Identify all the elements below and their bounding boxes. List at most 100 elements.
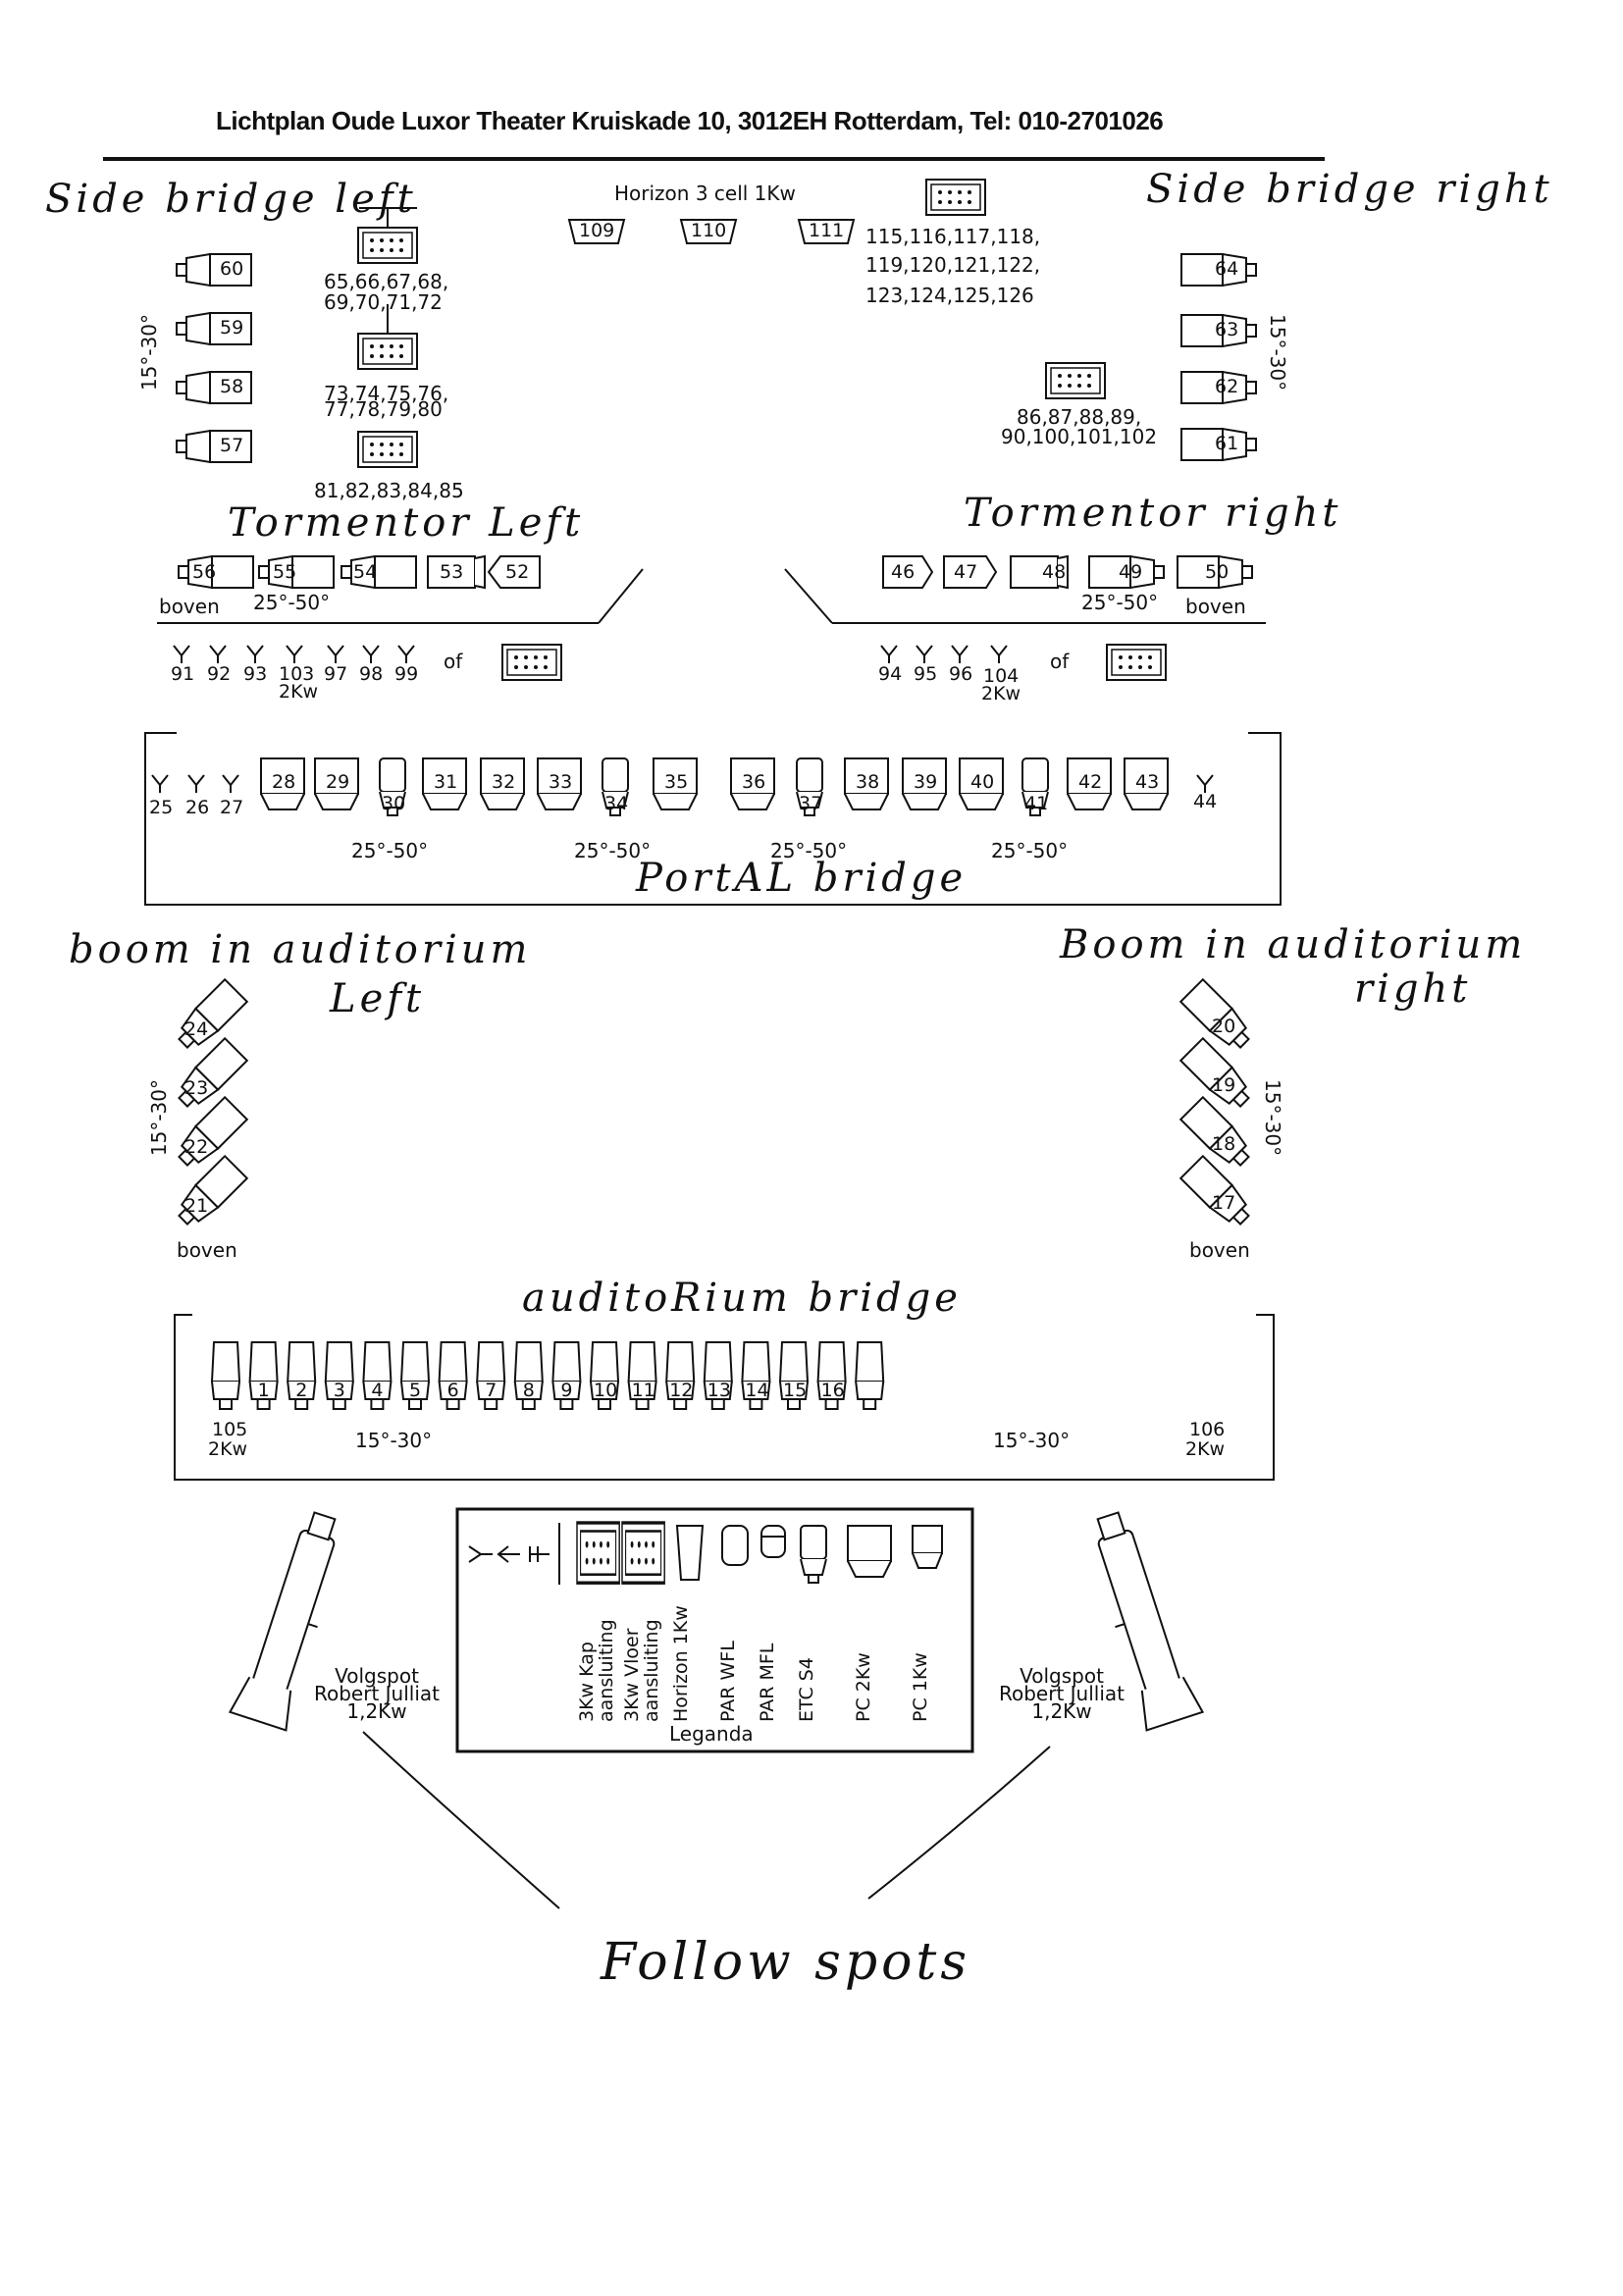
unit-52-num: 52 bbox=[505, 561, 530, 583]
boom-right-angle: 15°-30° bbox=[1261, 1079, 1284, 1157]
par-92: 92 bbox=[207, 663, 232, 685]
unit-47 bbox=[943, 555, 998, 589]
tormentor-right-label: Tormentor right bbox=[964, 491, 1342, 536]
horizon-num-109: 109 bbox=[579, 220, 615, 241]
auditorium-unit-num-16: 16 bbox=[820, 1380, 845, 1401]
spot-17-num: 17 bbox=[1212, 1192, 1236, 1214]
legend-item-4: PAR WFL bbox=[717, 1641, 739, 1722]
spot-49-num: 49 bbox=[1119, 561, 1143, 583]
audi-106-num: 106 bbox=[1189, 1419, 1226, 1440]
fresnel-53-num: 53 bbox=[440, 561, 464, 583]
tormentor-left-label: Tormentor Left bbox=[228, 500, 585, 546]
auditorium-unit-num-15: 15 bbox=[783, 1380, 808, 1401]
portal-angle-2: 25°-50° bbox=[574, 839, 652, 862]
tormentor-left-boven: boven bbox=[159, 595, 220, 618]
par-26: 26 bbox=[185, 797, 210, 818]
cyc-box-tormentor-right bbox=[1106, 644, 1167, 681]
portal-unit-num-28: 28 bbox=[272, 771, 296, 793]
cyc-box-right-2 bbox=[1045, 362, 1106, 399]
cyc-right-2-nums-b: 90,100,101,102 bbox=[1001, 425, 1158, 448]
portal-unit-num-42: 42 bbox=[1078, 771, 1103, 793]
spot-23-num: 23 bbox=[184, 1077, 209, 1099]
boom-left bbox=[171, 978, 248, 1232]
legend-item-3: Horizon 1Kw bbox=[670, 1605, 692, 1722]
par-27: 27 bbox=[220, 797, 244, 818]
audi-106-kw: 2Kw bbox=[1185, 1438, 1226, 1460]
auditorium-unit-num-11: 11 bbox=[631, 1380, 655, 1401]
auditorium-unit-num-9: 9 bbox=[560, 1380, 573, 1401]
portal-unit-num-40: 40 bbox=[970, 771, 995, 793]
audi-105-kw: 2Kw bbox=[208, 1438, 248, 1460]
boom-left-angle: 15°-30° bbox=[147, 1079, 171, 1157]
follow-spots-label: Follow spots bbox=[601, 1933, 971, 1992]
spot-61-num: 61 bbox=[1215, 433, 1239, 454]
side-bridge-left bbox=[176, 207, 418, 468]
legend-item-6: ETC S4 bbox=[796, 1657, 817, 1722]
portal-unit-num-41: 41 bbox=[1024, 793, 1049, 814]
legend-item-7: PC 2Kw bbox=[853, 1652, 874, 1722]
portal-unit-num-36: 36 bbox=[742, 771, 766, 793]
horizon-num-110: 110 bbox=[691, 220, 727, 241]
auditorium-unit-num-8: 8 bbox=[522, 1380, 535, 1401]
auditorium-unit-num-7: 7 bbox=[485, 1380, 497, 1401]
auditorium-bridge-label: auditoRium bridge bbox=[522, 1276, 962, 1321]
auditorium-unit-num-1: 1 bbox=[257, 1380, 270, 1401]
par-91: 91 bbox=[171, 663, 195, 685]
cyc-right-nums-3: 123,124,125,126 bbox=[865, 284, 1034, 307]
cyc-box-left-3 bbox=[357, 431, 418, 468]
portal-unit-num-32: 32 bbox=[492, 771, 516, 793]
followspot-left-label-2: Robert Julliat bbox=[314, 1682, 440, 1705]
followspot-left-label-1: Volgspot bbox=[335, 1664, 419, 1688]
auditorium-unit-num-6: 6 bbox=[446, 1380, 459, 1401]
par-95: 95 bbox=[914, 663, 938, 685]
auditorium-unit-num-14: 14 bbox=[745, 1380, 769, 1401]
portal-angle-3: 25°-50° bbox=[770, 839, 848, 862]
spot-57-num: 57 bbox=[220, 435, 244, 456]
tormentor-par-left bbox=[173, 645, 415, 664]
cyc-right-nums-2: 119,120,121,122, bbox=[865, 253, 1041, 277]
boom-left-label-1: boom in auditorium bbox=[69, 927, 532, 972]
cyc-left-2-nums-b: 77,78,79,80 bbox=[324, 397, 443, 421]
portal-unit-num-34: 34 bbox=[604, 793, 629, 814]
spot-64-num: 64 bbox=[1215, 258, 1239, 280]
portal-bridge-frame bbox=[144, 732, 1282, 906]
tormentor-right-angle: 25°-50° bbox=[1081, 591, 1159, 614]
horizon-label: Horizon 3 cell 1Kw bbox=[614, 182, 796, 205]
spot-23 bbox=[171, 1037, 248, 1115]
boom-left-boven: boven bbox=[177, 1238, 237, 1262]
portal-bridge-label: PortAL bridge bbox=[636, 856, 968, 901]
spot-22 bbox=[171, 1096, 248, 1174]
par-104: 104 bbox=[983, 665, 1020, 687]
tormentor-left bbox=[157, 555, 644, 681]
followspot-left-label-3: 1,2Kw bbox=[346, 1699, 407, 1723]
cyc-left-3-nums: 81,82,83,84,85 bbox=[314, 479, 464, 502]
auditorium-unit-num-13: 13 bbox=[707, 1380, 731, 1401]
spot-21 bbox=[171, 1155, 248, 1232]
legend-item-2: 3Kw Vloer aansluiting bbox=[621, 1619, 662, 1722]
legend-box bbox=[455, 1507, 974, 1753]
auditorium-unit-num-5: 5 bbox=[409, 1380, 422, 1401]
cyc-left-1-nums-b: 69,70,71,72 bbox=[324, 290, 443, 314]
cyc-box-left-2 bbox=[357, 333, 418, 370]
spot-24 bbox=[171, 978, 248, 1056]
par-94: 94 bbox=[878, 663, 903, 685]
tormentor-right bbox=[784, 555, 1266, 681]
page-title: Lichtplan Oude Luxor Theater Kruiskade 1… bbox=[216, 106, 1164, 135]
tormentor-left-of: of bbox=[444, 650, 463, 673]
spot-22-num: 22 bbox=[184, 1136, 209, 1158]
par-93: 93 bbox=[243, 663, 268, 685]
par-104-kw: 2Kw bbox=[981, 683, 1021, 704]
tormentor-par-right bbox=[880, 645, 1008, 664]
spot-50-num: 50 bbox=[1205, 561, 1230, 583]
side-bridge-left-label: Side bridge left bbox=[45, 177, 417, 222]
spot-19-num: 19 bbox=[1212, 1074, 1236, 1096]
followspot-right bbox=[867, 1511, 1205, 1900]
par-99: 99 bbox=[394, 663, 419, 685]
auditorium-bridge-frame bbox=[174, 1314, 1275, 1481]
fresnel-48-num: 48 bbox=[1042, 561, 1067, 583]
par-103-kw: 2Kw bbox=[279, 681, 319, 703]
par-98: 98 bbox=[359, 663, 384, 685]
legend-par-wfl-icon bbox=[721, 1525, 749, 1566]
portal-unit-num-29: 29 bbox=[326, 771, 350, 793]
audi-105-num: 105 bbox=[212, 1419, 248, 1440]
